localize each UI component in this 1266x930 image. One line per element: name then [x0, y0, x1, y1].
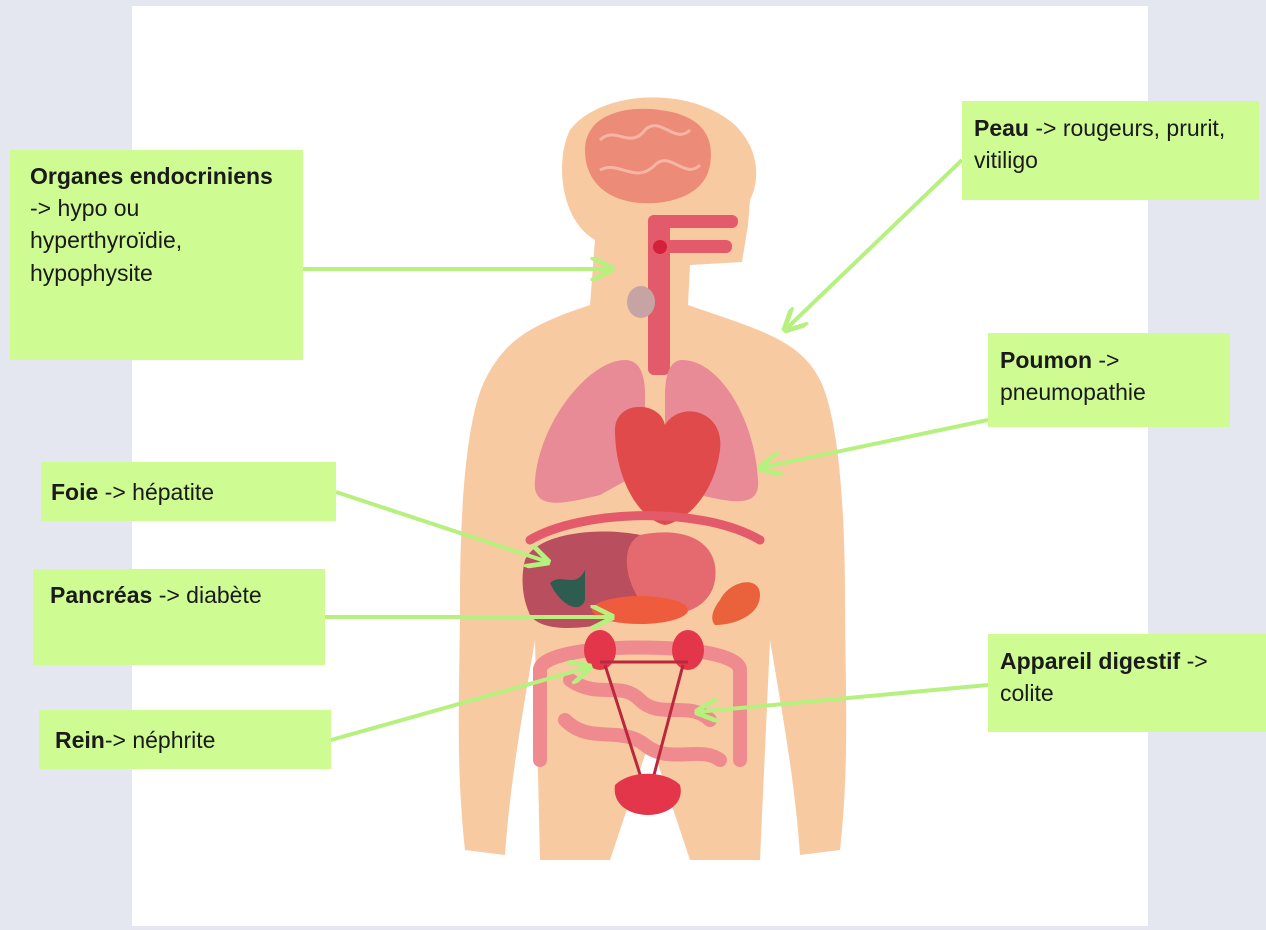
- label-endocrine-text: -> hypo ou hyperthyroïdie, hypophysite: [30, 195, 182, 285]
- label-foie: Foie -> hépatite: [41, 462, 336, 521]
- label-pancreas-name: Pancréas: [50, 582, 152, 608]
- label-rein-text: -> néphrite: [105, 727, 216, 753]
- label-peau: Peau -> rougeurs, prurit, vitiligo: [962, 101, 1259, 200]
- label-organes-endocriniens: Organes endocriniens -> hypo ou hyperthy…: [10, 150, 303, 360]
- label-digestif-name: Appareil digestif: [1000, 648, 1180, 674]
- label-foie-text: -> hépatite: [98, 479, 214, 505]
- label-peau-name: Peau: [974, 115, 1029, 141]
- label-poumon: Poumon -> pneumopathie: [988, 333, 1230, 427]
- label-pancreas: Pancréas -> diabète: [33, 569, 325, 665]
- label-endocrine-name: Organes endocriniens: [30, 163, 273, 189]
- label-poumon-name: Poumon: [1000, 347, 1092, 373]
- arrow-peau: [785, 160, 962, 330]
- label-appareil-digestif: Appareil digestif -> colite: [988, 634, 1266, 732]
- label-foie-name: Foie: [51, 479, 98, 505]
- brain: [585, 109, 711, 203]
- label-rein: Rein-> néphrite: [39, 710, 331, 769]
- label-rein-name: Rein: [55, 727, 105, 753]
- pancreas: [592, 596, 688, 624]
- label-pancreas-text: -> diabète: [152, 582, 261, 608]
